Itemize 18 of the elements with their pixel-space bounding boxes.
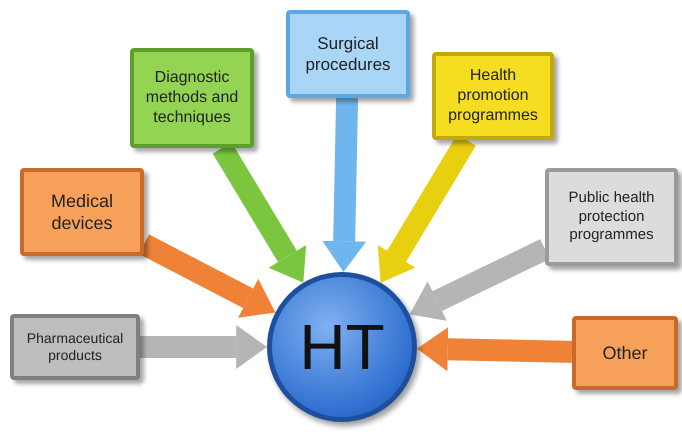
node-label: Health promotion programmes — [447, 66, 539, 126]
node-label: Other — [602, 342, 648, 364]
node-label: Pharmaceutical products — [26, 330, 124, 364]
node-label: HT — [299, 315, 385, 379]
arrow — [416, 327, 572, 372]
node-label: Medical devices — [50, 190, 114, 234]
category-box — [130, 48, 254, 148]
category-box — [10, 314, 140, 380]
category-box — [286, 10, 410, 98]
arrow — [140, 325, 267, 369]
node-label: Public health protection programmes — [568, 188, 656, 246]
node-label: Diagnostic methods and techniques — [144, 68, 240, 128]
category-box — [432, 52, 554, 140]
category-box — [545, 168, 678, 266]
arrow — [322, 98, 366, 272]
category-box — [20, 168, 144, 256]
category-box — [572, 316, 678, 390]
node-label: Surgical procedures — [304, 32, 392, 76]
